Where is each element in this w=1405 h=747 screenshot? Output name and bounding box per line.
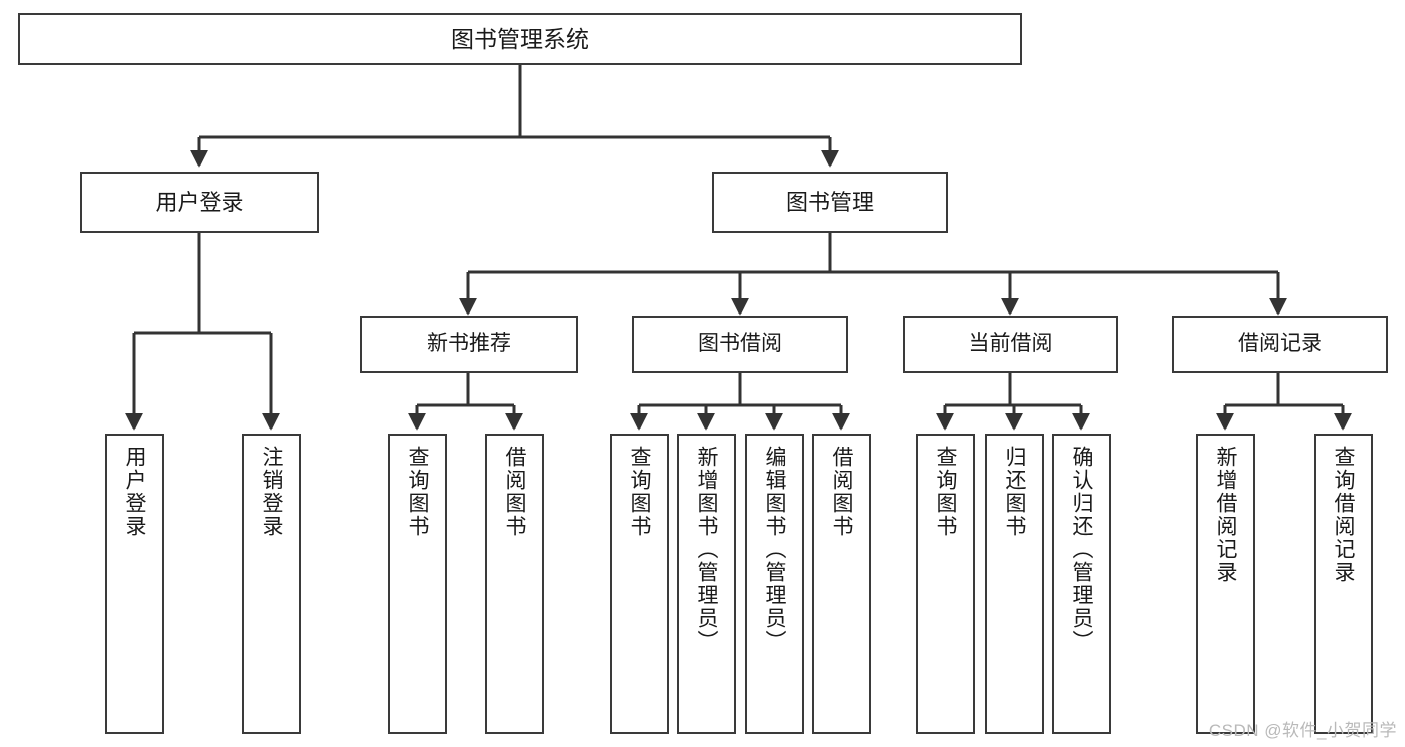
leaf-book-borrow-query[interactable]: 查询图书 (610, 434, 669, 734)
leaf-new-book-borrow[interactable]: 借阅图书 (485, 434, 544, 734)
leaf-book-borrow-edit[interactable]: 编辑图书（管理员） (745, 434, 804, 734)
leaf-current-borrow-return-label: 归还图书 (1003, 446, 1027, 538)
leaf-book-borrow-add[interactable]: 新增图书（管理员） (677, 434, 736, 734)
leaf-borrow-record-add[interactable]: 新增借阅记录 (1196, 434, 1255, 734)
leaf-user-login-login-label: 用户登录 (123, 446, 147, 538)
node-root[interactable]: 图书管理系统 (18, 13, 1022, 65)
leaf-book-borrow-borrow[interactable]: 借阅图书 (812, 434, 871, 734)
leaf-new-book-query-label: 查询图书 (406, 446, 430, 538)
leaf-current-borrow-confirm-return-label: 确认归还（管理员） (1070, 446, 1094, 653)
leaf-book-borrow-query-label: 查询图书 (628, 446, 652, 538)
node-borrow-record-label: 借阅记录 (1238, 332, 1322, 356)
leaf-book-borrow-borrow-label: 借阅图书 (830, 446, 854, 538)
leaf-book-borrow-add-label: 新增图书（管理员） (695, 446, 719, 653)
leaf-user-login-logout-label: 注销登录 (260, 446, 284, 538)
leaf-current-borrow-return[interactable]: 归还图书 (985, 434, 1044, 734)
node-borrow-record[interactable]: 借阅记录 (1172, 316, 1388, 373)
node-new-book-recommend-label: 新书推荐 (427, 332, 511, 356)
leaf-book-borrow-edit-label: 编辑图书（管理员） (763, 446, 787, 653)
leaf-current-borrow-confirm-return[interactable]: 确认归还（管理员） (1052, 434, 1111, 734)
watermark: CSDN @软件_小贺同学 (1208, 721, 1397, 740)
leaf-borrow-record-query[interactable]: 查询借阅记录 (1314, 434, 1373, 734)
node-new-book-recommend[interactable]: 新书推荐 (360, 316, 578, 373)
node-book-borrow-label: 图书借阅 (698, 332, 782, 356)
leaf-current-borrow-query[interactable]: 查询图书 (916, 434, 975, 734)
leaf-user-login-login[interactable]: 用户登录 (105, 434, 164, 734)
node-user-login-label: 用户登录 (155, 189, 244, 215)
node-root-label: 图书管理系统 (451, 25, 589, 52)
leaf-user-login-logout[interactable]: 注销登录 (242, 434, 301, 734)
leaf-current-borrow-query-label: 查询图书 (934, 446, 958, 538)
leaf-borrow-record-query-label: 查询借阅记录 (1332, 446, 1356, 584)
node-current-borrow-label: 当前借阅 (968, 332, 1053, 356)
leaf-new-book-borrow-label: 借阅图书 (503, 446, 527, 538)
node-current-borrow[interactable]: 当前借阅 (903, 316, 1118, 373)
leaf-borrow-record-add-label: 新增借阅记录 (1214, 446, 1238, 584)
leaf-new-book-query[interactable]: 查询图书 (388, 434, 447, 734)
node-user-login[interactable]: 用户登录 (80, 172, 319, 233)
node-book-borrow[interactable]: 图书借阅 (632, 316, 848, 373)
node-book-management-label: 图书管理 (785, 189, 874, 215)
node-book-management[interactable]: 图书管理 (712, 172, 948, 233)
